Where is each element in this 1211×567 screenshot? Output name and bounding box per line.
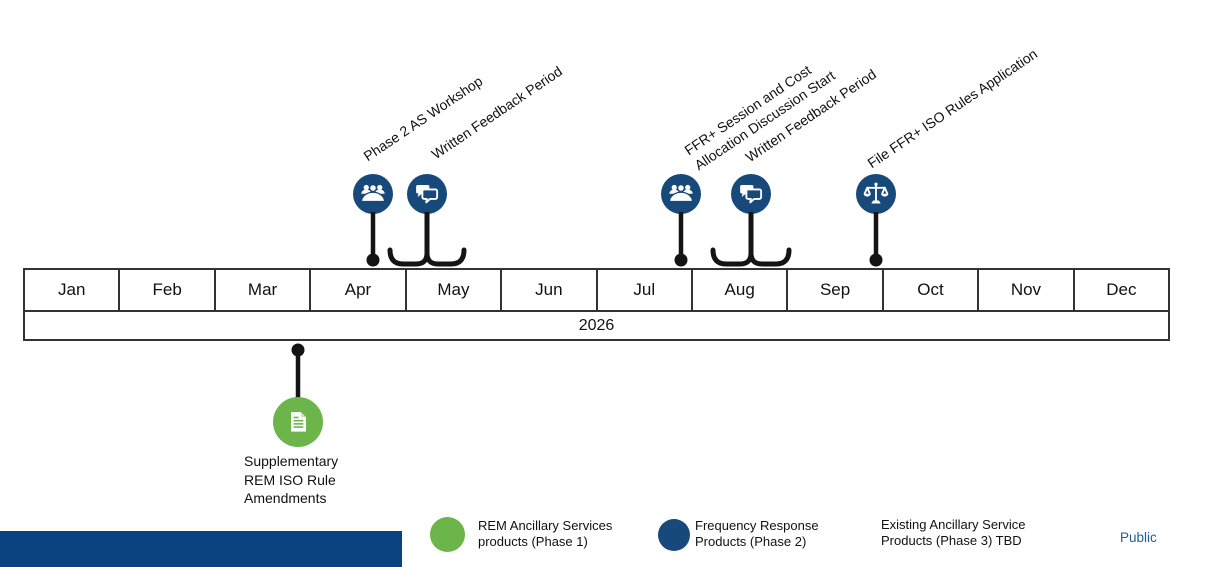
stem-dot-glyph xyxy=(674,212,688,267)
legend-label-rem-ancillary-services-phase-1: REM Ancillary Services products (Phase 1… xyxy=(478,518,613,549)
month-cell-jun: Jun xyxy=(502,270,598,310)
month-cell-aug: Aug xyxy=(693,270,789,310)
month-cell-may: May xyxy=(407,270,503,310)
year-label: 2026 xyxy=(578,316,615,334)
milestone-label-file-ffr-iso-rules-application: File FFR+ ISO Rules Application xyxy=(864,45,1041,172)
document-icon xyxy=(273,397,323,447)
stem-dot-glyph xyxy=(869,212,883,267)
legend-label-frequency-response-phase-2: Frequency Response Products (Phase 2) xyxy=(695,518,819,549)
milestone-label-written-feedback-period-may: Written Feedback Period xyxy=(428,62,565,163)
classification-label: Public xyxy=(1120,530,1157,545)
stem-dot-glyph xyxy=(291,343,305,400)
legend-swatch-frequency-response-phase-2 xyxy=(658,519,690,551)
month-cell-oct: Oct xyxy=(884,270,980,310)
month-cell-feb: Feb xyxy=(120,270,216,310)
stem-dot-connector xyxy=(672,212,690,268)
meeting-people-icon xyxy=(661,174,701,214)
meeting-people-icon xyxy=(353,174,393,214)
milestone-label-phase-2-as-workshop: Phase 2 AS Workshop xyxy=(360,72,486,165)
brace-connector xyxy=(710,209,792,268)
speech-bubbles-glyph xyxy=(740,185,763,204)
month-cell-jan: Jan xyxy=(25,270,121,310)
legend-label-existing-ancillary-service-phase-3: Existing Ancillary Service Products (Pha… xyxy=(881,517,1026,548)
stem-dot-connector xyxy=(289,342,307,404)
scales-icon xyxy=(856,174,896,214)
month-cell-jul: Jul xyxy=(598,270,693,310)
brace-glyph xyxy=(387,209,467,267)
footer-accent-bar xyxy=(0,531,402,567)
legend-swatch-rem-ancillary-services-phase-1 xyxy=(430,517,465,552)
month-cell-sep: Sep xyxy=(788,270,884,310)
speech-bubbles-icon xyxy=(731,174,771,214)
document-glyph xyxy=(291,412,306,432)
year-row: 2026 xyxy=(25,312,1168,339)
month-cell-dec: Dec xyxy=(1106,280,1137,299)
meeting-people-glyph xyxy=(360,184,386,203)
speech-bubbles-icon xyxy=(407,174,447,214)
month-cell-mar: Mar xyxy=(216,270,312,310)
stem-dot-connector xyxy=(364,212,382,268)
month-cell-nov: Nov xyxy=(979,270,1075,310)
stem-dot-connector xyxy=(867,212,885,268)
brace-glyph xyxy=(710,209,792,267)
stem-dot-glyph xyxy=(366,212,380,267)
speech-bubbles-glyph xyxy=(416,185,439,204)
meeting-people-glyph xyxy=(668,184,694,203)
month-cell-apr: Apr xyxy=(311,270,407,310)
scales-glyph xyxy=(863,182,889,204)
brace-connector xyxy=(387,209,467,268)
milestone-label-supplementary-rem-iso-rule-amendments: Supplementary REM ISO Rule Amendments xyxy=(244,453,339,506)
